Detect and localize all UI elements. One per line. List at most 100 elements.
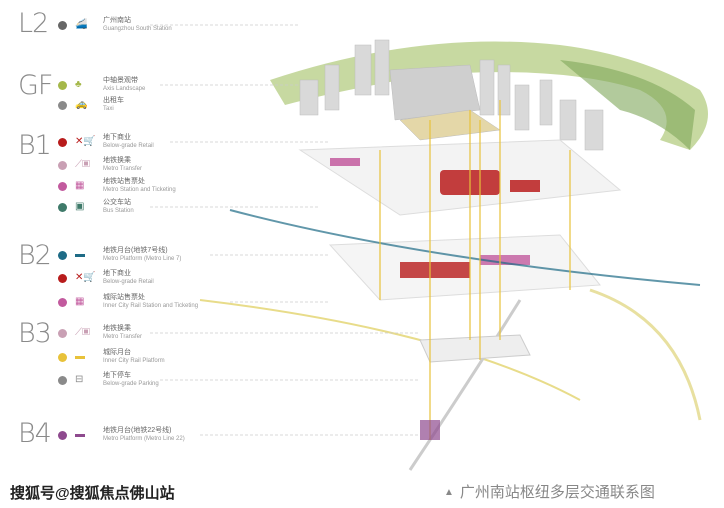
color-dot (58, 100, 67, 110)
legend-label-en: Taxi (103, 106, 114, 112)
escalator-icon: ⟋▣ (75, 327, 90, 338)
color-dot (58, 137, 67, 147)
legend-item: ⟋▣ 地铁换乘 Metro Transfer (58, 323, 142, 343)
legend-label-en: Metro Station and Ticketing (103, 187, 176, 193)
watermark: 搜狐号@搜狐焦点佛山站 (10, 485, 175, 502)
b2-retail-zone (400, 262, 470, 278)
legend-item: ▬ 地铁月台(地铁22号线) Metro Platform (Metro Line … (58, 425, 185, 445)
legend-label-en: Axis Landscape (103, 86, 146, 92)
ticket-icon: ▦ (75, 296, 85, 307)
b3-plate (419, 334, 531, 363)
legend-label-zh: 城际月台 (103, 349, 131, 356)
retail-icon: ✕🛒 (75, 136, 96, 147)
legend-label-zh: 广州南站 (103, 17, 131, 24)
legend-label-zh: 地铁换乘 (103, 325, 131, 332)
rail-icon: ▬ (75, 351, 85, 362)
legend-item: ▬ 城际月台 Inner City Rail Platform (58, 347, 165, 367)
legend-label-en: Below-grade Retail (103, 143, 154, 149)
legend-label-en: Below-grade Retail (103, 279, 154, 285)
ticket-icon: ▦ (75, 180, 85, 191)
legend-label-en: Inner City Rail Station and Ticketing (103, 303, 199, 309)
landscape-park (560, 60, 695, 150)
color-dot (58, 250, 67, 260)
legend-label-zh: 地下停车 (103, 372, 131, 379)
legend-text: 地铁月台(地铁22号线) Metro Platform (Metro Line 2… (103, 427, 185, 443)
level-label-b1: B1 (18, 130, 52, 161)
level-label-gf: GF (18, 70, 53, 101)
vertical-connectors (379, 100, 571, 440)
legend-label-en: Metro Transfer (103, 334, 143, 340)
color-dot (58, 202, 67, 212)
color-dot (58, 352, 67, 362)
leader-lines (150, 24, 420, 436)
legend-label-zh: 地铁站售票处 (103, 178, 145, 185)
legend-text: 城际月台 Inner City Rail Platform (103, 349, 165, 365)
legend-item: ⟋▣ 地铁换乘 Metro Transfer (58, 155, 142, 175)
legend-text: 地下停车 Below-grade Parking (103, 372, 159, 388)
metro-line-22 (408, 299, 522, 471)
parking-icon: ⊟ (75, 374, 84, 385)
level-label-b3: B3 (18, 318, 52, 349)
legend-item: 🚕 出租车 Taxi (58, 95, 124, 115)
retail-icon: ✕🛒 (75, 272, 96, 283)
legend-text: 地下商业 Below-grade Retail (103, 134, 154, 150)
legend-text: 出租车 Taxi (103, 97, 124, 113)
color-dot (58, 375, 67, 385)
legend-label-en: Metro Platform (Metro Line 22) (103, 436, 185, 442)
legend-label-zh: 地下商业 (103, 270, 131, 277)
legend-item: ♣ 中轴景观带 Axis Landscape (58, 75, 145, 95)
metro-icon: ▬ (75, 429, 85, 440)
color-dot (58, 297, 67, 307)
bus-icon: ▣ (75, 201, 85, 212)
escalator-icon: ⟋▣ (75, 159, 90, 170)
color-dot (58, 328, 67, 338)
legend-label-zh: 公交车站 (103, 199, 131, 206)
legend-item: ✕🛒 地下商业 Below-grade Retail (58, 132, 154, 152)
buildings (299, 39, 604, 151)
legend-item: ✕🛒 地下商业 Below-grade Retail (58, 268, 154, 288)
caption: ▲ 广州南站枢纽多层交通联系图 (444, 481, 655, 502)
b2-ticketing-zone (480, 255, 530, 265)
color-dot (58, 273, 67, 283)
triangle-icon: ▲ (444, 487, 454, 498)
legend-item: ▣ 公交车站 Bus Station (58, 197, 134, 217)
legend-label-en: Metro Transfer (103, 166, 143, 172)
color-dot (58, 430, 67, 440)
legend-label-en: Bus Station (103, 208, 134, 214)
legend-text: 地铁换乘 Metro Transfer (103, 325, 142, 341)
legend-item: ▦ 城际站售票处 Inner City Rail Station and Ticke… (58, 292, 198, 312)
legend-label-zh: 地铁换乘 (103, 157, 131, 164)
metro-line-7 (229, 209, 701, 286)
legend-label-zh: 城际站售票处 (103, 294, 145, 301)
tree-icon: ♣ (75, 79, 82, 90)
color-dot (58, 80, 67, 90)
legend-label-zh: 出租车 (103, 97, 124, 104)
taxi-icon: 🚕 (75, 99, 88, 110)
metro-icon: ▬ (75, 249, 85, 260)
b4-platform (420, 420, 440, 440)
legend-item: ⊟ 地下停车 Below-grade Parking (58, 370, 159, 390)
legend-text: 广州南站 Guangzhou South Station (103, 17, 172, 33)
legend-text: 公交车站 Bus Station (103, 199, 134, 215)
legend-text: 中轴景观带 Axis Landscape (103, 77, 145, 93)
legend-text: 地铁站售票处 Metro Station and Ticketing (103, 178, 176, 194)
level-label-b4: B4 (18, 418, 52, 449)
level-label-b2: B2 (18, 240, 52, 271)
legend-item: ▦ 地铁站售票处 Metro Station and Ticketing (58, 176, 176, 196)
caption-text: 广州南站枢纽多层交通联系图 (459, 484, 655, 501)
color-dot (58, 181, 67, 191)
train-icon: 🚄 (75, 19, 88, 30)
legend-text: 地下商业 Below-grade Retail (103, 270, 154, 286)
legend-label-zh: 地下商业 (103, 134, 131, 141)
legend-label-en: Guangzhou South Station (103, 26, 172, 32)
legend-label-zh: 地铁月台(地铁22号线) (103, 427, 172, 434)
color-dot (58, 20, 67, 30)
legend-label-zh: 地铁月台(地铁7号线) (103, 247, 168, 254)
legend-label-en: Inner City Rail Platform (103, 358, 165, 364)
legend-text: 地铁月台(地铁7号线)Metro Platform (Metro Line 7) (103, 247, 181, 263)
legend-label-zh: 中轴景观带 (103, 77, 138, 84)
legend-label-en: Below-grade Parking (103, 381, 159, 387)
legend-text: 城际站售票处 Inner City Rail Station and Ticket… (103, 294, 198, 310)
